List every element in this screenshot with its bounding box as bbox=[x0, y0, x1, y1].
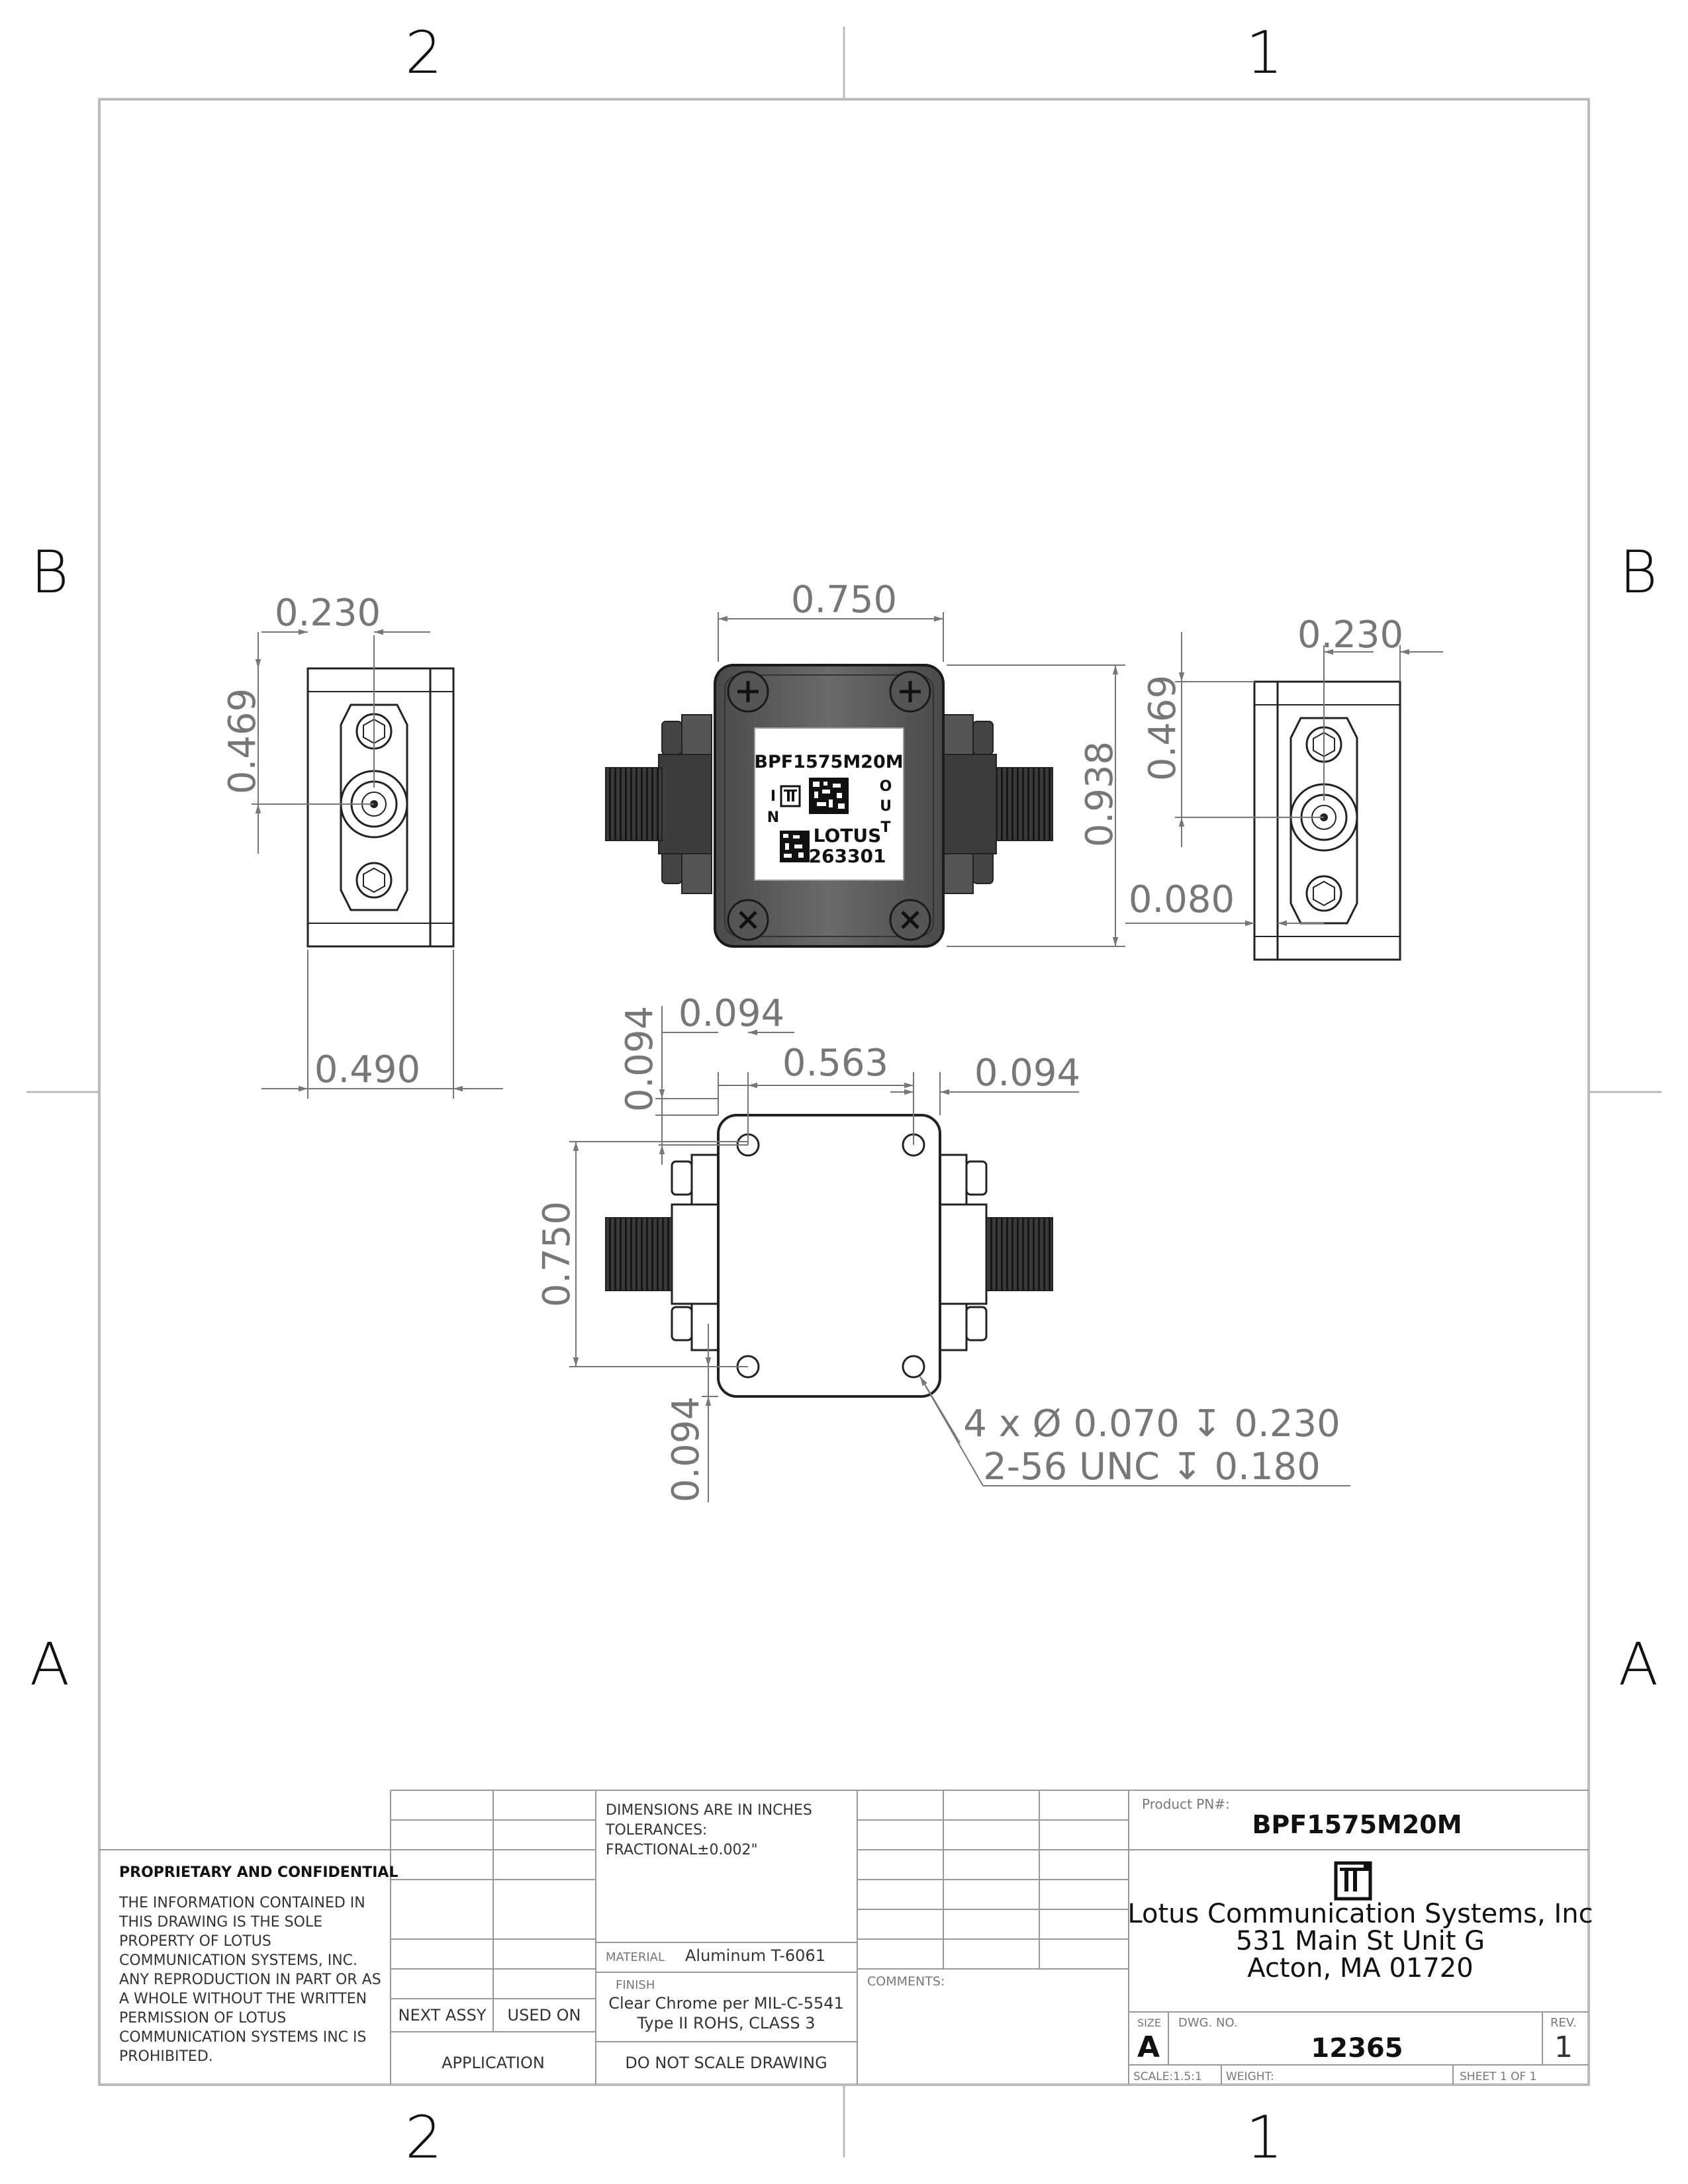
phillips-screw-icon bbox=[889, 899, 931, 941]
zone-left-a: A bbox=[30, 1630, 70, 1698]
title-block bbox=[99, 1790, 1589, 2085]
weight-label: WEIGHT: bbox=[1226, 2070, 1274, 2083]
dwg-no-label: DWG. NO. bbox=[1178, 2016, 1238, 2030]
label-in-letter: N bbox=[767, 809, 779, 826]
hole-callout-line2: 2-56 UNC ↧ 0.180 bbox=[983, 1445, 1321, 1488]
used-on-label: USED ON bbox=[508, 2006, 581, 2025]
dim-bottom-hole-spacing: 0.563 bbox=[782, 1042, 888, 1085]
left-side-view bbox=[306, 667, 455, 948]
dim-right-flange: 0.080 bbox=[1129, 878, 1235, 921]
proprietary-line: ANY REPRODUCTION IN PART OR AS bbox=[119, 1972, 381, 1988]
label-brand: LOTUS bbox=[814, 825, 882, 846]
left-view-dimensions bbox=[252, 629, 503, 1099]
dim-bottom-hole-edge-right: 0.094 bbox=[974, 1052, 1080, 1095]
label-in-letter: I bbox=[771, 788, 776, 805]
dim-top-height: 0.938 bbox=[1078, 741, 1121, 847]
lotus-company-logo-icon bbox=[1334, 1861, 1372, 1901]
label-out-letter: T bbox=[880, 819, 890, 836]
proprietary-line: PROHIBITED. bbox=[119, 2048, 213, 2065]
label-out-letter: U bbox=[880, 798, 892, 815]
proprietary-line: PERMISSION OF LOTUS bbox=[119, 2010, 286, 2026]
rev-label: REV. bbox=[1550, 2016, 1577, 2030]
proprietary-line: COMMUNICATION SYSTEMS INC IS bbox=[119, 2029, 366, 2046]
zone-top-2: 2 bbox=[405, 19, 442, 87]
dim-bottom-height: 0.750 bbox=[536, 1201, 579, 1307]
top-view-dimensions bbox=[718, 612, 1125, 947]
comments-label: COMMENTS: bbox=[867, 1974, 945, 1989]
dim-right-height: 0.469 bbox=[1141, 675, 1184, 781]
datamatrix-code-icon bbox=[780, 831, 810, 862]
company-city: Acton, MA 01720 bbox=[1247, 1953, 1473, 1983]
material-value: Aluminum T-6061 bbox=[685, 1946, 825, 1965]
label-serial: 263301 bbox=[809, 845, 886, 867]
proprietary-line: A WHOLE WITHOUT THE WRITTEN bbox=[119, 1991, 367, 2007]
datamatrix-code-icon bbox=[809, 778, 849, 814]
zone-top-1: 1 bbox=[1246, 19, 1283, 87]
dim-left-depth: 0.490 bbox=[314, 1048, 420, 1091]
next-assy-label: NEXT ASSY bbox=[399, 2006, 487, 2025]
dim-bottom-hole-offset-x: 0.094 bbox=[679, 992, 784, 1035]
finish-label: FINISH bbox=[616, 1978, 655, 1992]
sheet-border bbox=[26, 26, 1662, 2158]
dimensions-note: FRACTIONAL±0.002" bbox=[606, 1842, 758, 1858]
dim-right-width: 0.230 bbox=[1297, 614, 1403, 657]
dim-bottom-hole-offset-lower: 0.094 bbox=[665, 1396, 708, 1502]
company-address: 531 Main St Unit G bbox=[1236, 1926, 1485, 1956]
scale-value: SCALE:1.5:1 bbox=[1133, 2070, 1202, 2083]
company-name: Lotus Communication Systems, Inc bbox=[1127, 1899, 1593, 1929]
zone-bottom-2: 2 bbox=[405, 2103, 442, 2171]
zone-bottom-1: 1 bbox=[1246, 2103, 1283, 2171]
label-out-letter: O bbox=[880, 778, 892, 795]
label-part-number: BPF1575M20M bbox=[754, 752, 903, 772]
dimensions-note: TOLERANCES: bbox=[605, 1822, 707, 1839]
phillips-screw-icon bbox=[727, 670, 769, 713]
bottom-view-filter bbox=[605, 1114, 1053, 1398]
rev-value: 1 bbox=[1554, 2030, 1573, 2064]
phillips-screw-icon bbox=[727, 899, 769, 941]
proprietary-line: COMMUNICATION SYSTEMS, INC. bbox=[119, 1952, 357, 1969]
dim-bottom-hole-offset-y: 0.094 bbox=[618, 1006, 661, 1112]
zone-right-a: A bbox=[1618, 1630, 1658, 1698]
product-pn-label: Product PN#: bbox=[1142, 1796, 1230, 1812]
right-view-dimensions bbox=[1125, 632, 1443, 927]
phillips-screw-icon bbox=[889, 670, 931, 713]
proprietary-line: THE INFORMATION CONTAINED IN bbox=[118, 1895, 365, 1911]
zone-right-b: B bbox=[1619, 538, 1658, 606]
zone-left-b: B bbox=[30, 538, 69, 606]
finish-line: Type II ROHS, CLASS 3 bbox=[636, 2014, 815, 2032]
size-label: SIZE bbox=[1137, 2017, 1161, 2029]
application-label: APPLICATION bbox=[442, 2054, 545, 2072]
dimensions-note: DIMENSIONS ARE IN INCHES bbox=[606, 1802, 812, 1819]
hole-callout-line1: 4 x Ø 0.070 ↧ 0.230 bbox=[963, 1402, 1340, 1445]
proprietary-line: PROPERTY OF LOTUS bbox=[119, 1933, 271, 1950]
proprietary-line: THIS DRAWING IS THE SOLE bbox=[118, 1914, 322, 1931]
material-label: MATERIAL bbox=[606, 1950, 665, 1964]
lotus-logo-icon bbox=[780, 785, 801, 807]
dim-left-height: 0.469 bbox=[221, 688, 264, 794]
finish-line: Clear Chrome per MIL-C-5541 bbox=[608, 1994, 844, 2013]
size-value: A bbox=[1137, 2030, 1160, 2064]
sheet-number: SHEET 1 OF 1 bbox=[1460, 2070, 1536, 2083]
dim-top-width: 0.750 bbox=[791, 578, 897, 621]
product-pn-value: BPF1575M20M bbox=[1252, 1810, 1462, 1839]
bottom-view-dimensions bbox=[569, 1006, 1350, 1502]
dwg-no-value: 12365 bbox=[1311, 2033, 1403, 2064]
dim-left-width: 0.230 bbox=[275, 592, 381, 635]
do-not-scale-note: DO NOT SCALE DRAWING bbox=[625, 2054, 827, 2072]
proprietary-heading: PROPRIETARY AND CONFIDENTIAL bbox=[119, 1864, 398, 1881]
right-side-view bbox=[1253, 680, 1401, 961]
